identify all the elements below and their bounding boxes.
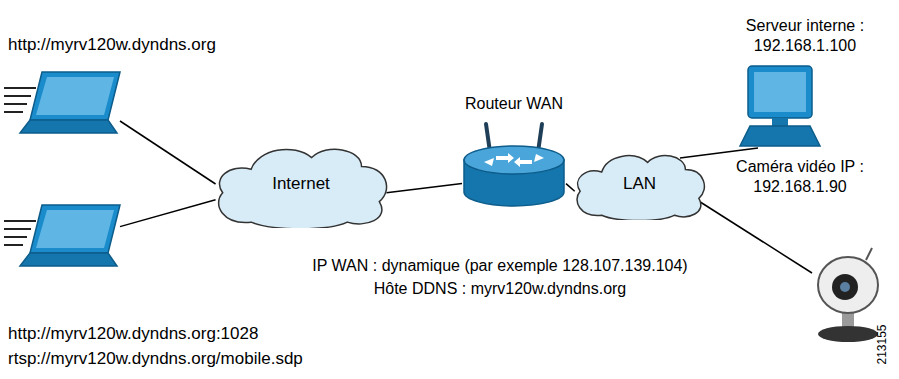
node-label: Serveur interne : 192.168.1.100 bbox=[730, 16, 880, 56]
camera-node: Caméra vidéo IP : 192.168.1.90 bbox=[812, 255, 884, 345]
network-link bbox=[680, 148, 758, 158]
node-label: LAN bbox=[623, 173, 656, 194]
laptop-icon bbox=[4, 205, 120, 266]
network-link bbox=[120, 121, 216, 184]
node-label: rtsp://myrv120w.dyndns.org/mobile.sdp bbox=[8, 348, 303, 369]
laptop-node: http://myrv120w.dyndns.org:1028rtsp://my… bbox=[0, 205, 120, 277]
router-node: Routeur WAN bbox=[462, 122, 566, 210]
node-label: Caméra vidéo IP : 192.168.1.90 bbox=[720, 157, 880, 197]
annotation: Hôte DDNS : myrv120w.dyndns.org bbox=[200, 279, 800, 299]
node-label: http://myrv120w.dyndns.org:1028 bbox=[8, 323, 258, 344]
annotation: IP WAN : dynamique (par exemple 128.107.… bbox=[200, 256, 800, 276]
network-link bbox=[386, 184, 462, 193]
camera-icon bbox=[818, 248, 878, 342]
figure-number: 213155 bbox=[875, 320, 890, 370]
server-icon bbox=[740, 66, 820, 146]
router-icon bbox=[464, 124, 564, 206]
laptop-icon bbox=[4, 72, 120, 133]
network-link bbox=[120, 200, 216, 227]
internet-cloud: Internet bbox=[212, 140, 390, 228]
node-label: http://myrv120w.dyndns.org bbox=[8, 34, 216, 55]
laptop-node: http://myrv120w.dyndns.org bbox=[0, 72, 120, 142]
server-node: Serveur interne : 192.168.1.100 bbox=[742, 66, 822, 148]
node-label: Internet bbox=[272, 173, 330, 194]
network-link bbox=[566, 184, 575, 192]
node-label: Routeur WAN bbox=[424, 94, 604, 114]
lan-cloud: LAN bbox=[572, 148, 707, 220]
network-link bbox=[700, 202, 812, 273]
